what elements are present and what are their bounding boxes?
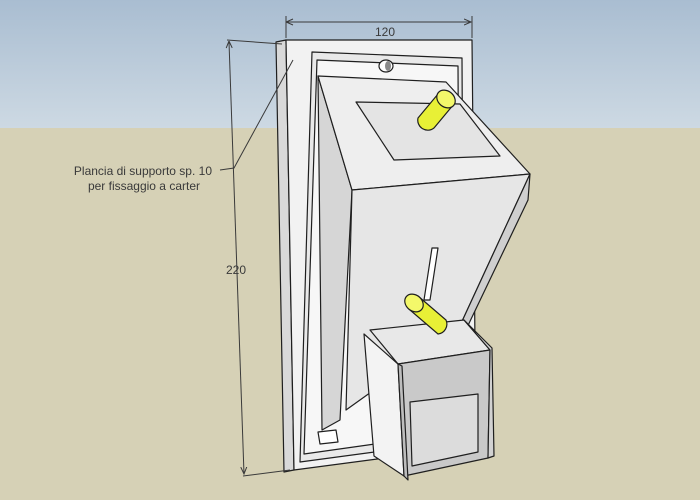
tray-right-wall xyxy=(463,319,495,459)
dimension-width: 120 xyxy=(285,16,473,39)
dimension-height-label: 220 xyxy=(226,263,246,277)
dimension-width-label: 120 xyxy=(375,25,395,39)
annotation-leader: Plancia di supporto sp. 10 per fissaggio… xyxy=(74,59,294,193)
pin-icon xyxy=(417,89,456,131)
hopper-guide-slot xyxy=(423,247,439,301)
receiving-tray xyxy=(363,319,495,481)
tray-left-lip xyxy=(397,363,409,481)
tray-inner-floor xyxy=(409,393,479,467)
annotation-line-2: per fissaggio a carter xyxy=(88,179,200,193)
mounting-hole-icon xyxy=(378,59,394,73)
pin-icon xyxy=(404,293,448,335)
dimension-height: 220 xyxy=(226,39,291,477)
annotation-line-1: Plancia di supporto sp. 10 xyxy=(74,164,212,178)
support-plate-bottom-slot xyxy=(317,429,339,445)
